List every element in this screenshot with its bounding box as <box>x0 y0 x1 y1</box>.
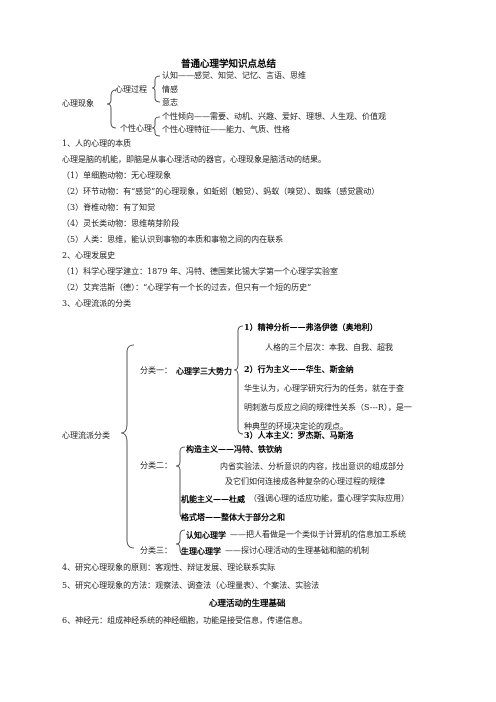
class3-a-desc: ——把人看做是一个类似于计算机的信息加工系统 <box>230 530 406 539</box>
sec1-item: （5）人类：思维，能认识到事物的本质和事物之间的内在联系 <box>62 235 284 244</box>
class3-b-desc: ——探讨心理活动的生理基础和脑的机制 <box>225 546 369 555</box>
class3-b-title: 生理心理学 <box>181 546 221 556</box>
class1-p1-sub: 人格的三个层次：本我、自我、超我 <box>265 343 393 352</box>
sec1-item: （2）环节动物：有“感觉”的心理现象，如蚯蚓（触觉）、蚂蚁（嗅觉）、蜘蛛（感觉震… <box>62 187 380 196</box>
process-brace <box>151 75 161 103</box>
class2-a-desc: 及它们如何连接成各种复杂的心理过程的规律 <box>225 477 385 486</box>
document-title: 普通心理学知识点总结 <box>181 59 277 70</box>
tree1-root: 心理现象 <box>62 99 94 108</box>
class1-name: 心理学三大势力 <box>176 366 232 376</box>
sec2-item: （2）艾宾浩斯（德）：“心理学有一个长的过去，但只有一个短的历史” <box>62 283 312 292</box>
class1-p2-desc: 明刺激与反应之间的规律性关系（S---R），是一 <box>244 403 412 412</box>
sec3-root-brace <box>120 344 135 549</box>
sec3-heading: 3、心理流派的分类 <box>62 299 132 308</box>
personality-item: 个性倾向——需要、动机、兴趣、爱好、理想、人生观、价值观 <box>162 112 386 121</box>
class2-b-desc: （强调心理的适应功能，重心理学实际应用） <box>249 494 409 503</box>
sec5-line: 5、研究心理现象的方法：观察法、调查法（心理量表）、个案法、实验法 <box>62 581 320 590</box>
sec1-item: （1）单细胞动物：无心理现象 <box>62 171 172 180</box>
process-item: 情感 <box>162 85 178 94</box>
sec6-line: 6、神经元：组成神经系统的神经细胞，功能是接受信息，传递信息。 <box>62 616 308 625</box>
personality-label: 个性心理 <box>120 124 152 133</box>
process-item: 意志 <box>162 98 178 107</box>
process-label: 心理过程 <box>115 85 147 94</box>
sec2-heading: 2、心理发展史 <box>62 251 116 260</box>
class2-a-title: 构造主义——冯特、铁钦纳 <box>186 444 282 454</box>
class2-c-title: 格式塔——整体大于部分之和 <box>181 512 285 522</box>
sec4-line: 4、研究心理现象的原则：客观性、辩证发展、理论联系实际 <box>62 563 276 572</box>
section-subtitle: 心理活动的生理基础 <box>209 599 286 609</box>
personality-item: 个性心理特征——能力、气质、性格 <box>162 125 290 134</box>
class1-p2-desc: 种典型的环境决定论的观点。 <box>244 422 348 431</box>
sec3-root: 心理流派分类 <box>62 431 110 440</box>
process-item: 认知——感觉、知觉、记忆、言语、思维 <box>162 71 306 80</box>
sec1-item: （4）灵长类动物：思维萌芽阶段 <box>62 219 180 228</box>
class1-brace <box>233 325 244 435</box>
sec1-heading: 1、人的心理的本质 <box>62 139 132 148</box>
class1-p2-desc: 华生认为，心理学研究行为的任务，就在于查 <box>244 384 404 393</box>
sec1-item: （3）脊椎动物：有了知觉 <box>62 203 156 212</box>
tree1-root-brace <box>106 89 117 129</box>
class1-p2: 2）行为主义——华生、斯金纳 <box>244 364 354 374</box>
sec1-body: 心理是脑的机能，即脑是从事心理活动的器官，心理现象是脑活动的结果。 <box>62 155 326 164</box>
class2-brace <box>175 446 186 519</box>
class2-b-title: 机能主义——杜威 <box>181 494 245 504</box>
class1-p3: 3）人本主义：罗杰斯、马斯洛 <box>244 430 354 440</box>
class3-a-title: 认知心理学 <box>186 530 226 540</box>
class1-p1: 1）精神分析——弗洛伊德（奥地利） <box>244 322 378 332</box>
personality-brace <box>151 116 161 137</box>
class2-a-desc: 内省实验法、分析意识的内容，找出意识的组成部分 <box>220 462 404 471</box>
class3-label: 分类三： <box>140 546 172 555</box>
class2-label: 分类二： <box>140 461 172 470</box>
class1-label: 分类一： <box>140 366 172 375</box>
sec2-item: （1）科学心理学建立：1879 年、冯特、德国莱比锡大学第一个心理学实验室 <box>62 267 338 276</box>
